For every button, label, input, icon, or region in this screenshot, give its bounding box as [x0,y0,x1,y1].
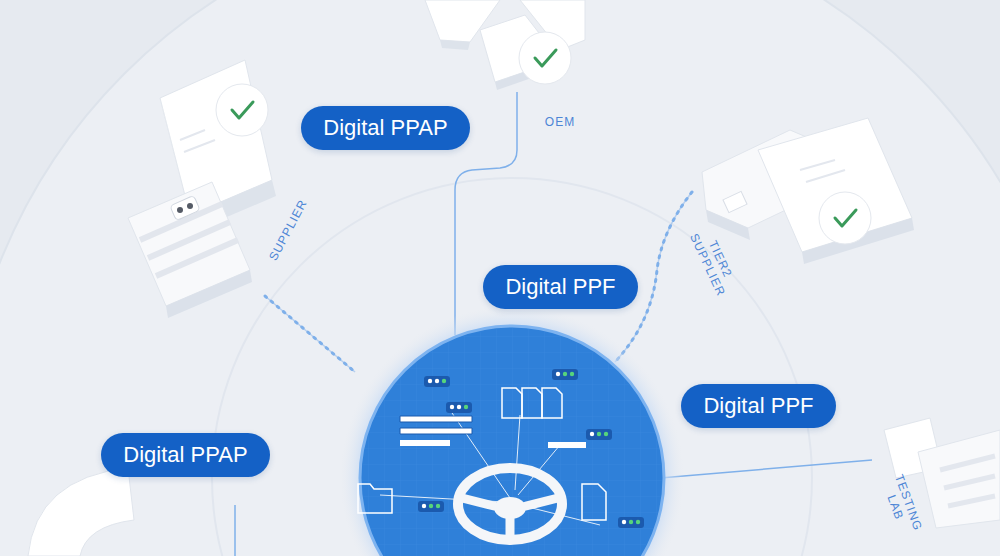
pill-label: Digital PPF [681,384,836,428]
supplier-building [128,60,276,318]
site-label: OEM [530,115,590,129]
pill-text: Digital PPF [505,274,615,300]
pill-text: Digital PPAP [323,115,447,141]
pill-text: Digital PPAP [123,442,247,468]
tier2-building [702,118,914,264]
pill-label: Digital PPAP [301,106,470,150]
central-hub [340,306,684,556]
oem-building [425,0,585,90]
pill-text: Digital PPF [703,393,813,419]
background-ring [212,178,812,556]
pill-label: Digital PPF [483,265,638,309]
pipe-elbow [28,468,134,556]
steering-wheel [458,468,562,540]
pill-label: Digital PPAP [101,433,270,477]
